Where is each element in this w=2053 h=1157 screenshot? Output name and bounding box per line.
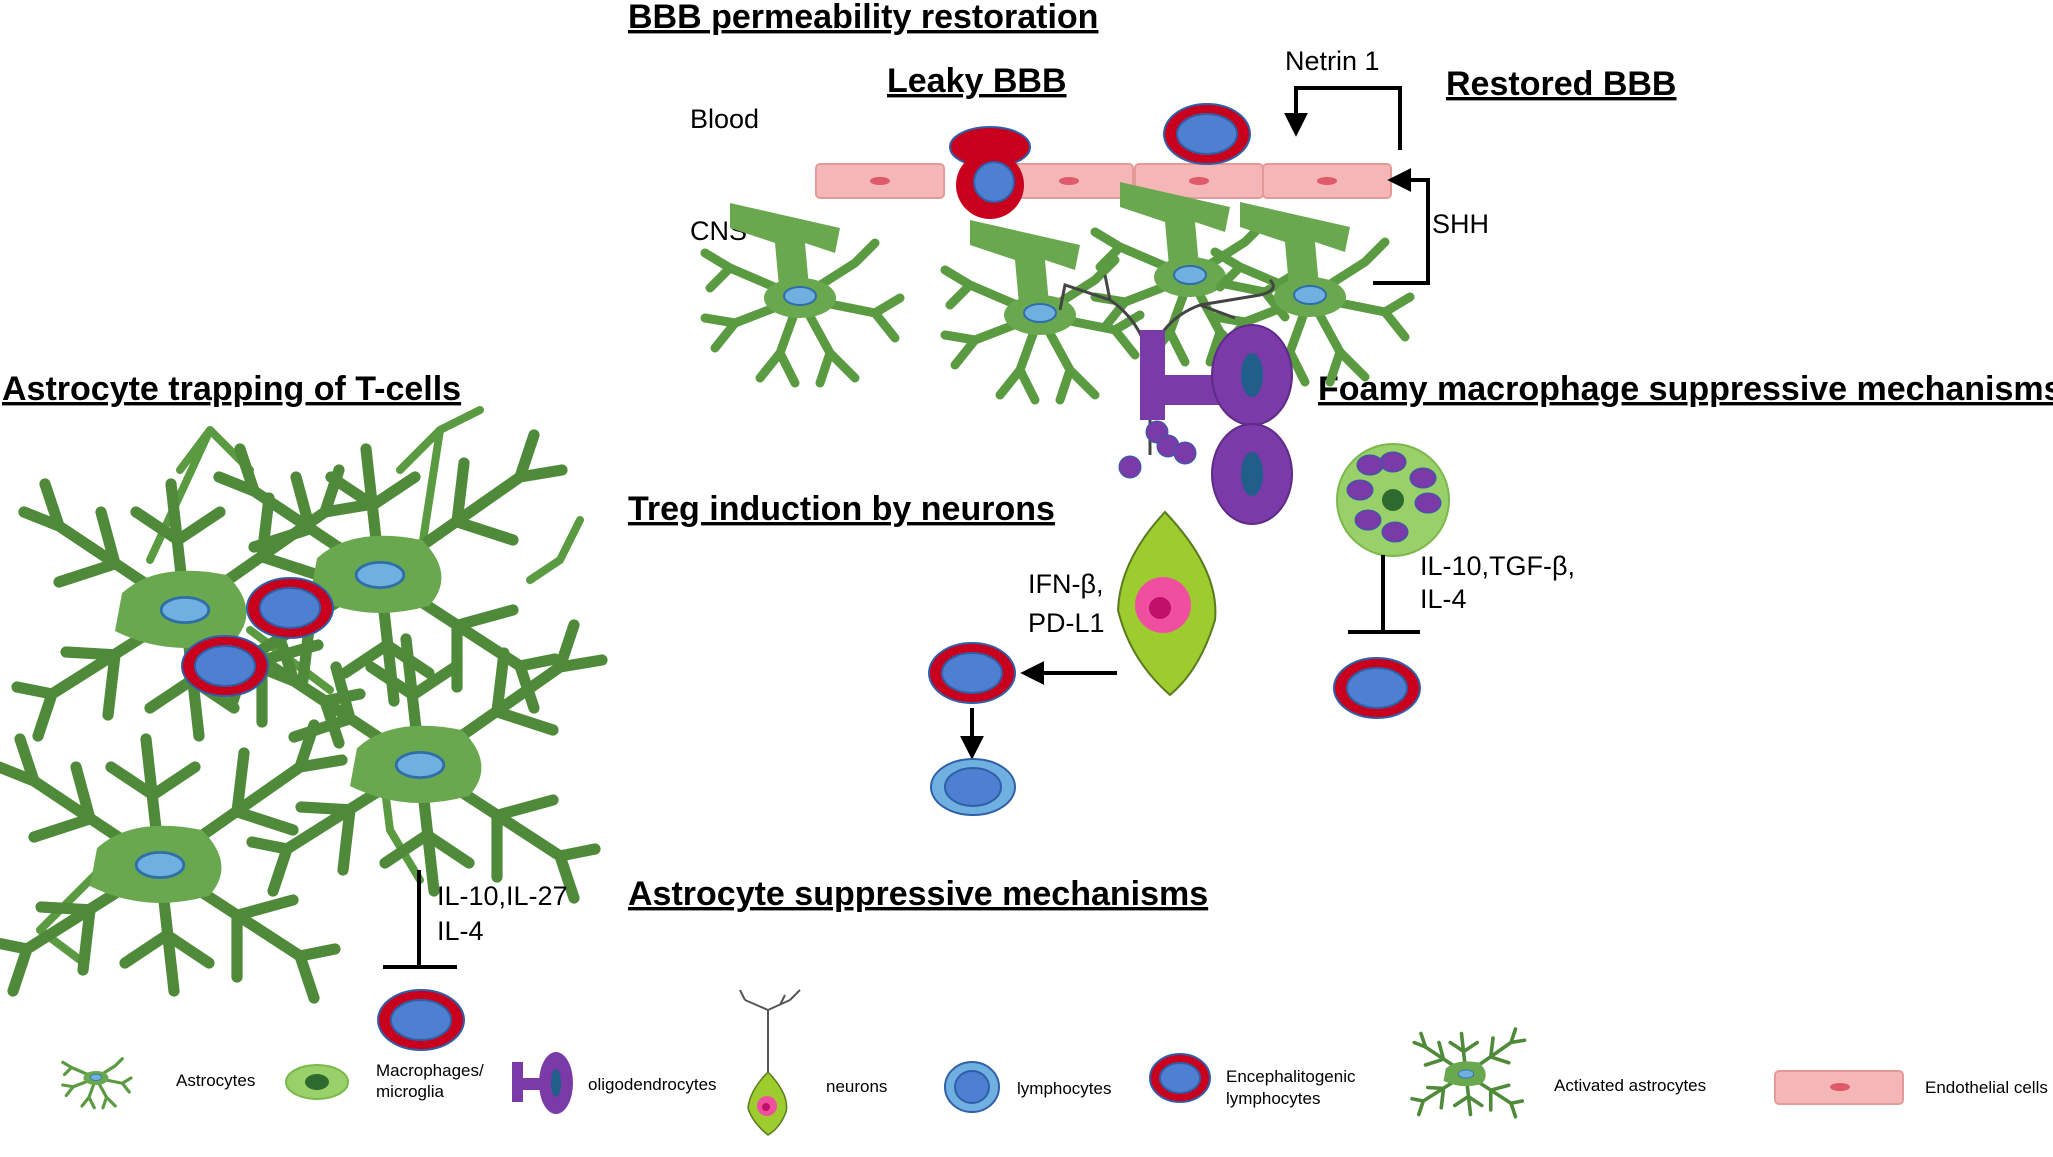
neuron-icon [739, 989, 801, 1080]
shh-label: SHH [1432, 209, 1489, 239]
trapped-lymphocyte [181, 635, 269, 697]
astrocyte-trapping-heading: Astrocyte trapping of T-cells [2, 370, 461, 408]
legend-encephalitogenic: Encephalitogenic lymphocytes [1149, 1053, 1356, 1108]
legend-label: lymphocytes [1017, 1079, 1111, 1098]
foamy-macrophage [1336, 443, 1450, 557]
trapped-lymphocyte [246, 577, 334, 639]
bbb-restoration-heading: BBB permeability restoration [628, 0, 1098, 36]
endothelial-layer [815, 163, 1392, 199]
astro-cytokines-label: IL-10,IL-27 [437, 881, 568, 911]
legend-neurons [739, 989, 801, 1080]
endothelial-cell [1004, 163, 1134, 199]
astro-cytokines-label-2: IL-4 [437, 916, 484, 946]
neuron [1116, 510, 1217, 697]
oligodendrocyte-cluster [1118, 324, 1293, 525]
legend-label: Endothelial cells [1925, 1078, 2048, 1097]
legend-label: microglia [376, 1082, 445, 1101]
encephalitogenic-lymphocyte [928, 642, 1016, 704]
treg-lymphocyte [930, 758, 1016, 816]
ifn-label: IFN-β, [1028, 569, 1104, 599]
legend-activated-astrocytes: Activated astrocytes [1410, 1027, 1706, 1119]
crossing-lymphocyte [949, 126, 1031, 219]
legend-label: Activated astrocytes [1554, 1076, 1706, 1095]
treg-induction-heading: Treg induction by neurons [628, 490, 1055, 528]
astrocyte-inhibition [383, 870, 457, 969]
astrocyte-network [0, 406, 602, 998]
blood-label: Blood [690, 104, 759, 134]
legend-label: oligodendrocytes [588, 1075, 717, 1094]
endothelial-cell [815, 163, 945, 199]
netrin-arrow [1284, 86, 1402, 150]
legend-oligodendrocytes: oligodendrocytes [512, 1052, 717, 1114]
legend-macrophages: Macrophages/ microglia [285, 1061, 484, 1101]
legend-astrocytes: Astrocytes [61, 1057, 255, 1110]
shh-arrow [1373, 168, 1430, 285]
legend-label: neurons [826, 1077, 887, 1096]
blood-lymphocyte [1163, 103, 1251, 165]
leaky-bbb-heading: Leaky BBB [887, 62, 1067, 100]
activated-astrocyte [0, 725, 342, 998]
legend-label: Macrophages/ [376, 1061, 484, 1080]
perivascular-astrocyte [945, 220, 1140, 400]
activated-astrocyte-icon [1410, 1027, 1527, 1119]
astrocyte-icon [61, 1057, 133, 1110]
legend-label: lymphocytes [1226, 1089, 1320, 1108]
suppressed-lymphocyte [1333, 657, 1421, 719]
foamy-cytokines-label-2: IL-4 [1420, 584, 1467, 614]
legend-lymphocytes: lymphocytes [944, 1061, 1111, 1113]
foamy-macrophage-heading: Foamy macrophage suppressive mechanisms [1318, 370, 2053, 408]
pdl1-label: PD-L1 [1028, 608, 1105, 638]
suppressed-lymphocyte [377, 989, 465, 1051]
foamy-cytokines-label: IL-10,TGF-β, [1420, 551, 1575, 581]
netrin-label: Netrin 1 [1285, 46, 1380, 76]
legend-endothelial: Endothelial cells [1774, 1070, 2048, 1105]
legend-label: Astrocytes [176, 1071, 255, 1090]
oligodendrocyte [1211, 423, 1293, 525]
legend: Astrocytes Macrophages/ microglia oligod… [61, 989, 2048, 1136]
oligodendrocyte [1211, 324, 1293, 426]
legend-label: Encephalitogenic [1226, 1067, 1356, 1086]
endothelial-cell [1262, 163, 1392, 199]
foamy-inhibition [1348, 555, 1420, 634]
restored-bbb-heading: Restored BBB [1446, 65, 1676, 103]
astrocyte-suppressive-heading: Astrocyte suppressive mechanisms [628, 875, 1208, 913]
